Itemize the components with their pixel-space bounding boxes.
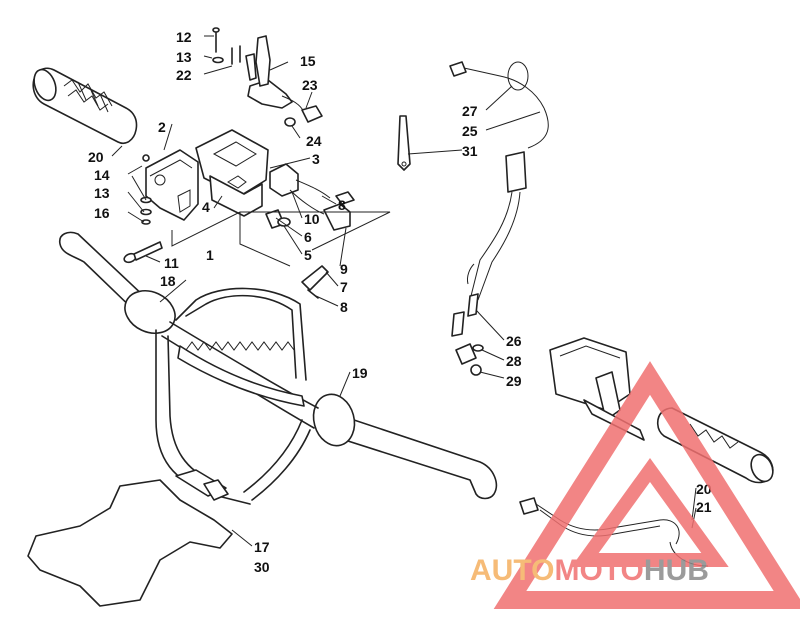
callout-9: 9 [340,261,348,277]
mounting-bracket-7 [301,265,329,299]
watermark-triangle-inner [571,458,729,567]
callout-13: 13 [176,49,192,65]
callout-8-upper: 8 [338,197,346,213]
callout-3: 3 [312,151,320,167]
handlebar [58,231,498,505]
callout-17: 17 [254,539,270,555]
kill-switch-connector [281,95,323,127]
callout-2: 2 [158,119,166,135]
callout-13-lower: 13 [94,185,110,201]
callout-21: 21 [696,499,712,515]
watermark-text: AUTOMOTOHUB [470,554,709,587]
watermark: AUTOMOTOHUB [470,361,800,609]
callout-8-lower: 8 [340,299,348,315]
screw-11 [123,241,163,264]
watermark-triangle-outer [493,361,800,609]
callout-18: 18 [160,273,176,289]
callout-31: 31 [462,143,478,159]
callout-19: 19 [352,365,368,381]
left-hand-grip [32,67,138,145]
assembly-group-1-outline [171,211,391,267]
callout-20-left: 20 [88,149,104,165]
callout-1: 1 [206,247,214,263]
callout-28: 28 [506,353,522,369]
watermark-text-moto: MOTO [554,554,643,587]
throttle-cable [449,61,549,337]
callout-12: 12 [176,29,192,45]
callout-4: 4 [202,199,210,215]
callout-16: 16 [94,205,110,221]
throttle-lever [212,27,293,109]
callout-25: 25 [462,123,478,139]
callout-26: 26 [506,333,522,349]
heater-switch-wiring [265,163,355,231]
callout-numbers: 12 13 22 15 23 24 2 3 20 14 13 16 4 8 10… [88,29,712,575]
throttle-housing [195,129,269,217]
callout-5: 5 [304,247,312,263]
cable-bracket-31 [397,115,411,171]
screw-and-washers-left [140,154,152,225]
callout-27: 27 [462,103,478,119]
callout-30: 30 [254,559,270,575]
leader-lines [111,35,697,547]
callout-6: 6 [304,229,312,245]
watermark-text-hub: HUB [644,554,709,587]
callout-14: 14 [94,167,110,183]
callout-15: 15 [300,53,316,69]
callout-11: 11 [164,255,179,271]
callout-23: 23 [302,77,318,93]
callout-22: 22 [176,67,192,83]
callout-24: 24 [306,133,322,149]
callout-10: 10 [304,211,320,227]
callout-7: 7 [340,279,348,295]
cable-fittings [455,343,484,376]
switch-housing-left [145,149,199,221]
watermark-text-auto: AUTO [470,554,554,587]
handlebar-pad [27,479,233,607]
callout-29: 29 [506,373,522,389]
